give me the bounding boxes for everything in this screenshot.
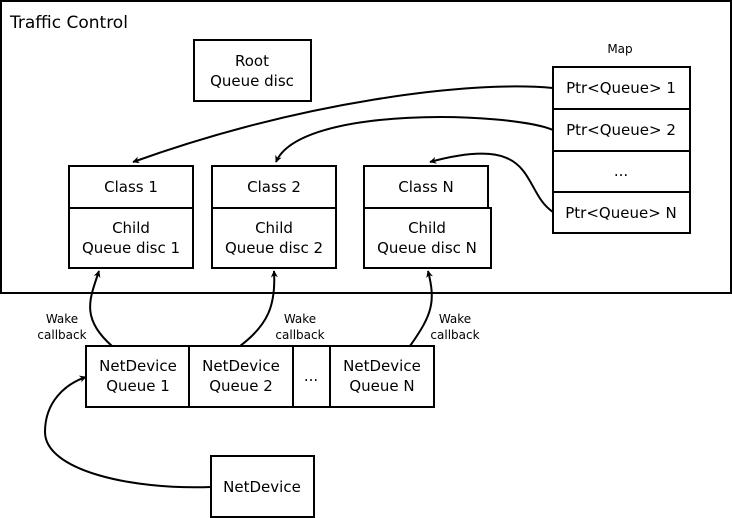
child-queue-disc-n-box (363, 207, 492, 269)
map-table: Ptr<Queue> 1 Ptr<Queue> 2 ... Ptr<Queue>… (552, 66, 691, 234)
netdevice-queue-ellipsis-box (292, 345, 331, 408)
map-label: Map (607, 42, 632, 56)
netdevice-queues: NetDevice Queue 1 NetDevice Queue 2 ... … (85, 345, 435, 408)
root-queue-disc: Root Queue disc (193, 39, 312, 102)
child-queue-disc-1-line2: Queue disc 1 (82, 239, 180, 257)
wake-arrow-queue-2 (239, 270, 278, 347)
child-queue-disc-2-line2: Queue disc 2 (225, 239, 323, 257)
map-to-class-1-arrow (132, 85, 554, 164)
class-2-label: Class 2 (247, 178, 301, 196)
netdevice-queue-1-line2: Queue 1 (106, 377, 170, 395)
netdevice-queue-2-box (188, 345, 294, 408)
class-1-box (68, 165, 194, 209)
map-row (552, 191, 691, 234)
netdevice-label: NetDevice (223, 478, 301, 496)
wake-arrow-queue-n (409, 270, 433, 347)
netdevice-queue-1-box (85, 345, 190, 408)
child-queue-disc-n-line2: Queue disc N (377, 239, 477, 257)
child-queue-disc-1-line1: Child (112, 219, 150, 237)
netdevice-queue-n-line1: NetDevice (343, 357, 421, 375)
class-n-box (363, 165, 489, 209)
map-to-class-n-arrow (429, 152, 554, 213)
wake-callback-2-line1: Wake (284, 312, 316, 326)
wake-arrow-queue-1 (89, 270, 113, 347)
class-n-label: Class N (398, 178, 453, 196)
class-n-group: Class N Child Queue disc N (363, 165, 492, 269)
root-label-line2: Queue disc (210, 72, 294, 90)
map-row (552, 66, 691, 110)
map-to-class-2-arrow (275, 116, 554, 163)
traffic-control-title: Traffic Control (9, 13, 128, 33)
child-queue-disc-n-line1: Child (408, 219, 446, 237)
wake-callback-n-line1: Wake (439, 312, 471, 326)
map-row-label: ... (614, 162, 628, 180)
wake-callback-n-line2: callback (430, 328, 479, 342)
netdevice-queue-n-box (329, 345, 435, 408)
child-queue-disc-2-line1: Child (255, 219, 293, 237)
wake-callback-1-line2: callback (37, 328, 86, 342)
class-1-group: Class 1 Child Queue disc 1 (68, 165, 194, 269)
map-row-label: Ptr<Queue> 1 (566, 79, 676, 97)
netdevice-queue-ellipsis: ... (304, 367, 318, 385)
netdevice-queue-2-line2: Queue 2 (209, 377, 273, 395)
netdevice: NetDevice (210, 455, 315, 518)
child-queue-disc-1-box (68, 207, 194, 269)
map-row (552, 150, 691, 193)
map-row-label: Ptr<Queue> N (565, 204, 677, 222)
netdevice-to-queue-1-arrow (43, 375, 212, 489)
wake-callback-1-line1: Wake (46, 312, 78, 326)
netdevice-queue-1-line1: NetDevice (99, 357, 177, 375)
child-queue-disc-2-box (211, 207, 337, 269)
map-row-label: Ptr<Queue> 2 (566, 121, 676, 139)
netdevice-box (210, 455, 315, 518)
wake-callback-2-line2: callback (275, 328, 324, 342)
netdevice-queue-2-line1: NetDevice (202, 357, 280, 375)
class-1-label: Class 1 (104, 178, 158, 196)
root-label-line1: Root (235, 52, 269, 70)
class-2-group: Class 2 Child Queue disc 2 (211, 165, 337, 269)
netdevice-queue-n-line2: Queue N (349, 377, 414, 395)
